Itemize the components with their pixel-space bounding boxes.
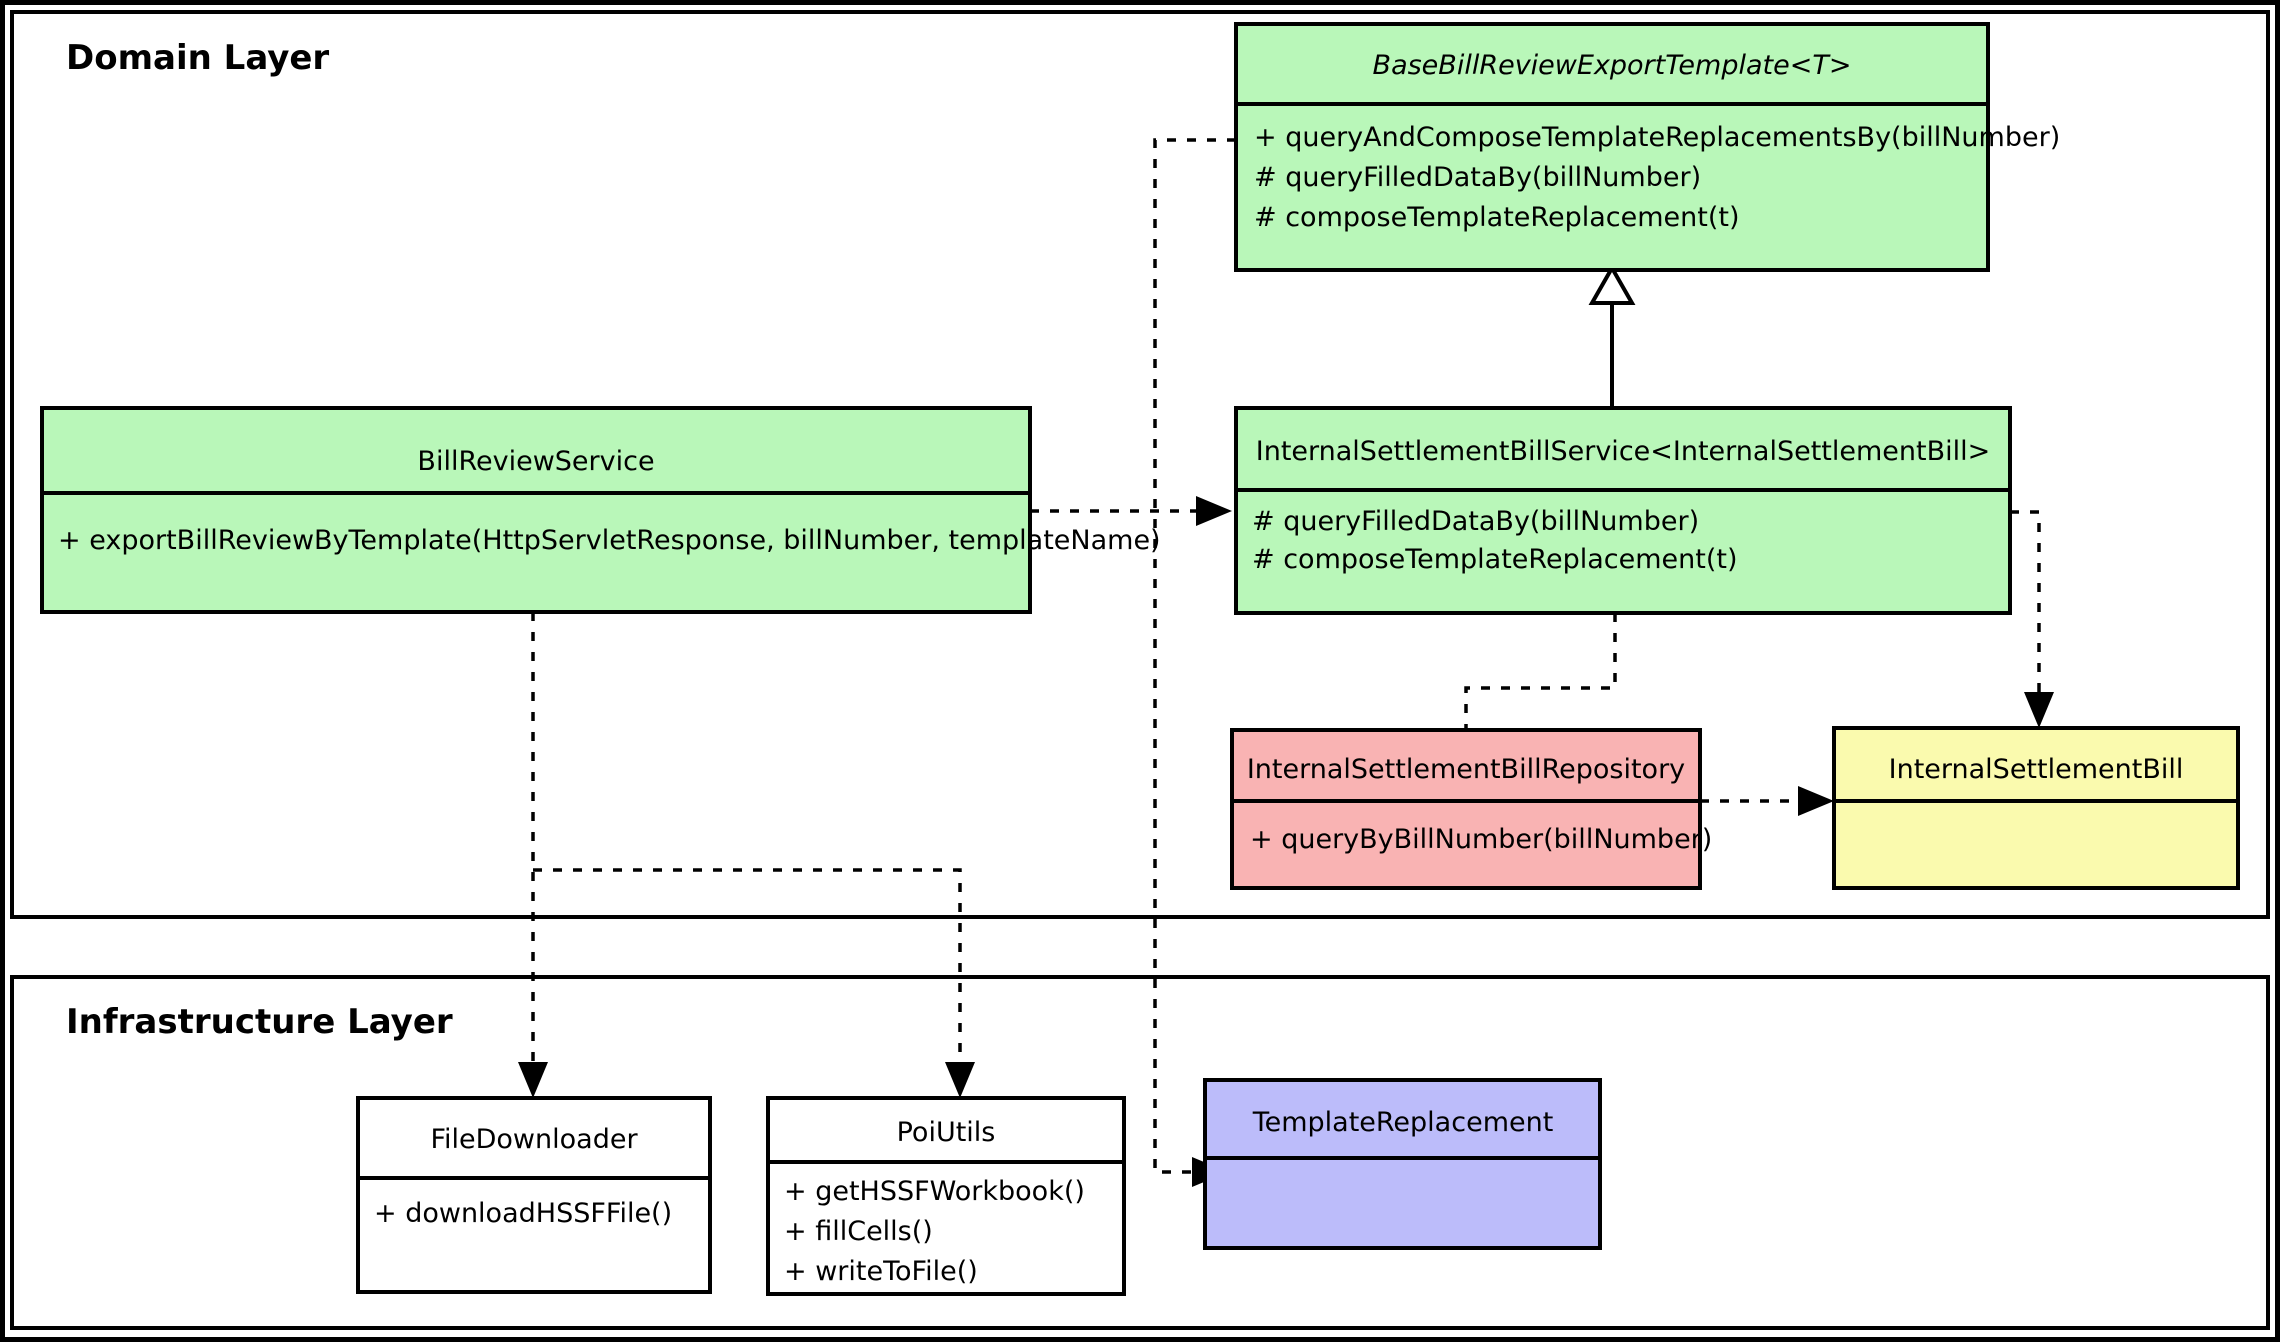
class-member: # composeTemplateReplacement(t) xyxy=(1254,202,1739,233)
class-title-poi-utils: PoiUtils xyxy=(897,1117,996,1148)
class-box-internal-settlement-bill-service[interactable]: InternalSettlementBillService<InternalSe… xyxy=(1234,406,2012,615)
class-box-template-replacement[interactable]: TemplateReplacement xyxy=(1203,1078,1602,1250)
relation-repository-to-bill xyxy=(1700,786,1834,816)
class-member: # queryFilledDataBy(billNumber) xyxy=(1254,162,1701,193)
class-box-poi-utils[interactable]: PoiUtils + getHSSFWorkbook() + fillCells… xyxy=(766,1096,1126,1296)
class-title-base-bill-review-export-template: BaseBillReviewExportTemplate<T> xyxy=(1373,50,1852,81)
class-box-internal-settlement-bill[interactable]: InternalSettlementBill xyxy=(1832,726,2240,890)
class-title-bill-review-service: BillReviewService xyxy=(417,446,654,477)
relation-generalization xyxy=(1588,263,1636,408)
arrowhead-generalization-triangle xyxy=(1588,263,1636,305)
arrowhead-service-impl xyxy=(1196,496,1232,526)
class-title-internal-settlement-bill: InternalSettlementBill xyxy=(1889,754,2184,785)
relation-service-to-impl xyxy=(1030,496,1232,526)
relation-impl-to-bill xyxy=(2010,510,2054,728)
class-member: + downloadHSSFFile() xyxy=(374,1198,672,1229)
arrowhead-impl-bill xyxy=(2024,692,2054,728)
class-box-bill-review-service[interactable]: BillReviewService + exportBillReviewByTe… xyxy=(40,406,1161,614)
class-member: + queryByBillNumber(billNumber) xyxy=(1250,824,1712,855)
arrowhead-service-filedownloader xyxy=(518,1062,548,1098)
layer-frame-domain xyxy=(10,10,2270,919)
layer-title-domain: Domain Layer xyxy=(66,38,329,78)
class-member: + fillCells() xyxy=(784,1216,933,1247)
class-box-internal-settlement-bill-repository[interactable]: InternalSettlementBillRepository + query… xyxy=(1230,728,1712,890)
layer-title-infrastructure: Infrastructure Layer xyxy=(66,1002,453,1042)
layer-frame-infrastructure xyxy=(10,975,2270,1330)
class-member: + queryAndComposeTemplateReplacementsBy(… xyxy=(1254,122,2060,153)
relation-service-to-filedownloader xyxy=(518,612,548,1098)
class-member: + writeToFile() xyxy=(784,1256,978,1287)
arrowhead-repository-bill xyxy=(1798,786,1834,816)
class-member: # composeTemplateReplacement(t) xyxy=(1252,544,1737,575)
class-box-file-downloader[interactable]: FileDownloader + downloadHSSFFile() xyxy=(356,1096,712,1294)
class-title-template-replacement: TemplateReplacement xyxy=(1252,1107,1554,1138)
class-title-internal-settlement-bill-service: InternalSettlementBillService<InternalSe… xyxy=(1256,436,1991,467)
class-member: # queryFilledDataBy(billNumber) xyxy=(1252,506,1699,537)
arrowhead-service-poiutils xyxy=(945,1062,975,1098)
relation-template-to-replacement xyxy=(1153,138,1236,1187)
relation-service-to-poiutils xyxy=(533,868,975,1098)
class-title-internal-settlement-bill-repository: InternalSettlementBillRepository xyxy=(1247,754,1685,785)
class-box-base-bill-review-export-template[interactable]: BaseBillReviewExportTemplate<T> + queryA… xyxy=(1234,22,2060,272)
class-member: + exportBillReviewByTemplate(HttpServlet… xyxy=(58,525,1161,556)
class-member: + getHSSFWorkbook() xyxy=(784,1176,1085,1207)
class-title-file-downloader: FileDownloader xyxy=(430,1124,638,1155)
